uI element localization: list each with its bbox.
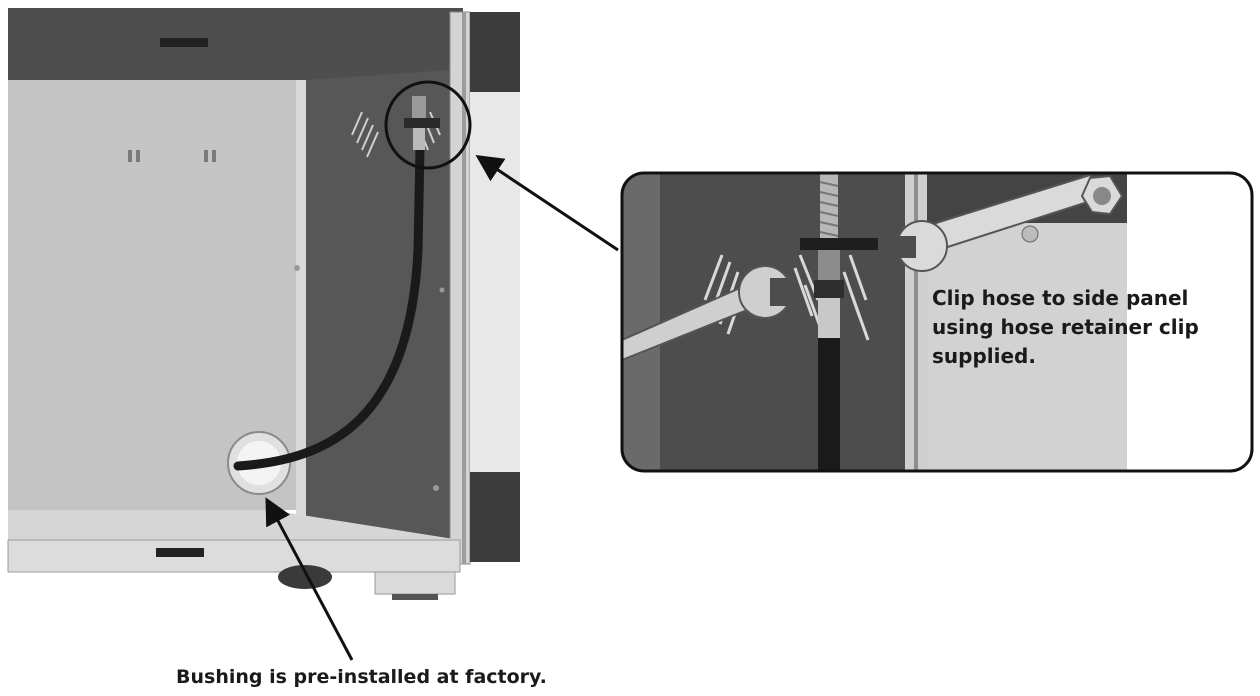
detail-arrow: [475, 155, 619, 252]
callout-line: Clip hose to side panel: [932, 286, 1189, 310]
detail-circle: [384, 80, 472, 170]
leveling-foot: [374, 571, 456, 595]
gas-line: [819, 173, 839, 241]
cabinet-top-slot: [160, 38, 208, 47]
front-post: [449, 11, 471, 565]
detail-view: [620, 171, 1254, 473]
hose-retainer-clip-icon: [404, 118, 440, 128]
side-panel: [306, 70, 450, 560]
back-wall-hooks: [128, 150, 216, 162]
callout-line: supplied.: [932, 344, 1036, 368]
open-end-wrench-icon: [622, 265, 792, 362]
bushing-caption: Bushing is pre-installed at factory.: [176, 666, 547, 688]
hose-retainer-clip-icon: [800, 238, 878, 250]
callout-instruction: Clip hose to side panel using hose retai…: [932, 284, 1242, 371]
gas-hose-icon: [818, 338, 840, 471]
open-end-wrench-icon: [896, 173, 1124, 272]
caster-wheel: [278, 565, 332, 589]
callout-line: using hose retainer clip: [932, 315, 1199, 339]
grill-cabinet: [7, 8, 520, 600]
bushing-arrow: [265, 497, 354, 661]
cabinet-top-band: [8, 8, 463, 80]
detail-frame: [620, 171, 1254, 473]
shelf-slot: [156, 548, 204, 557]
gas-hose-icon: [233, 143, 425, 471]
